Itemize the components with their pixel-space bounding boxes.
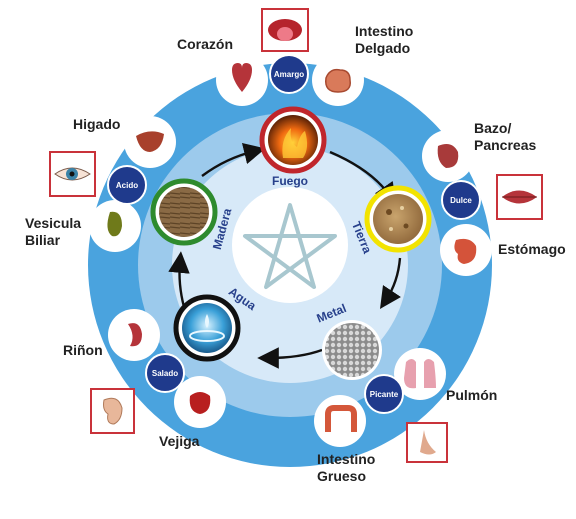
ear-frame (90, 388, 135, 434)
organ-label-gallbladder: Vesicula Biliar (25, 215, 81, 249)
flavor-label-sweet: Dulce (450, 196, 472, 205)
organ-label-kidney: Riñon (63, 342, 103, 358)
flavor-label-salty: Salado (152, 369, 178, 378)
lung-icon (404, 359, 436, 389)
organ-label-spleen-line1: Bazo/ (474, 120, 512, 136)
small-intestine-icon (325, 68, 351, 93)
flavor-label-pungent: Picante (370, 390, 399, 399)
organ-label-gallbladder-line2: Biliar (25, 232, 61, 248)
flavor-badge-pungent (364, 374, 404, 414)
organ-label-large-intestine-line2: Grueso (317, 468, 367, 484)
earth-element (364, 185, 432, 253)
wood-image (159, 187, 209, 237)
flavor-label-sour: Acido (116, 181, 138, 190)
metal-image (325, 323, 379, 377)
wood-element (150, 178, 218, 246)
organ-label-small-intestine: Intestino Delgado (355, 23, 413, 57)
tongue-icon (277, 27, 293, 41)
flavor-badge-sour (107, 165, 147, 205)
nose-icon (420, 430, 436, 455)
arrow-earth-to-metal (380, 257, 402, 309)
heart-icon (232, 63, 252, 92)
nose-frame (406, 422, 448, 463)
flavor-label-bitter: Amargo (274, 70, 304, 79)
flavor-badge-sweet (441, 180, 481, 220)
organ-label-large-intestine: Intestino Grueso (317, 451, 375, 485)
arrow-wood-to-fire (201, 143, 266, 177)
organ-label-heart: Corazón (177, 36, 233, 52)
large-intestine-icon (325, 405, 357, 432)
gallbladder-icon (107, 211, 122, 237)
organ-label-small-intestine-line1: Intestino (355, 23, 414, 39)
control-cycle-star (243, 203, 337, 289)
organ-label-stomach: Estómago (498, 241, 566, 257)
flavor-badge-bitter (269, 54, 309, 94)
organ-label-bladder: Vejiga (159, 433, 200, 449)
organ-label-gallbladder-line1: Vesicula (25, 215, 82, 231)
large-intestine-bubble (314, 395, 366, 447)
stomach-icon (454, 238, 477, 264)
water-element (173, 294, 241, 362)
bladder-icon (189, 392, 211, 414)
earth-image (373, 194, 423, 244)
fire-element (259, 106, 327, 174)
mouth-frame (496, 174, 543, 220)
organ-label-large-intestine-line1: Intestino (317, 451, 376, 467)
ear-icon (103, 397, 123, 425)
element-label-fire: Fuego (272, 174, 308, 188)
liver-icon (136, 131, 164, 152)
organ-label-small-intestine-line2: Delgado (355, 40, 411, 56)
organ-label-spleen: Bazo/ Pancreas (474, 120, 536, 154)
kidney-icon (128, 323, 142, 347)
metal-element (322, 320, 382, 380)
star-center-disc (232, 187, 348, 303)
arrow-water-to-wood (168, 251, 190, 308)
flavor-badge-salty (145, 353, 185, 393)
organ-label-liver: Higado (73, 116, 121, 132)
spleen-icon (437, 144, 459, 168)
organ-label-spleen-line2: Pancreas (474, 137, 537, 153)
eye-frame (49, 151, 96, 197)
tongue-frame (261, 8, 309, 52)
organ-label-lung: Pulmón (446, 387, 498, 403)
arrow-metal-to-water (257, 347, 323, 369)
